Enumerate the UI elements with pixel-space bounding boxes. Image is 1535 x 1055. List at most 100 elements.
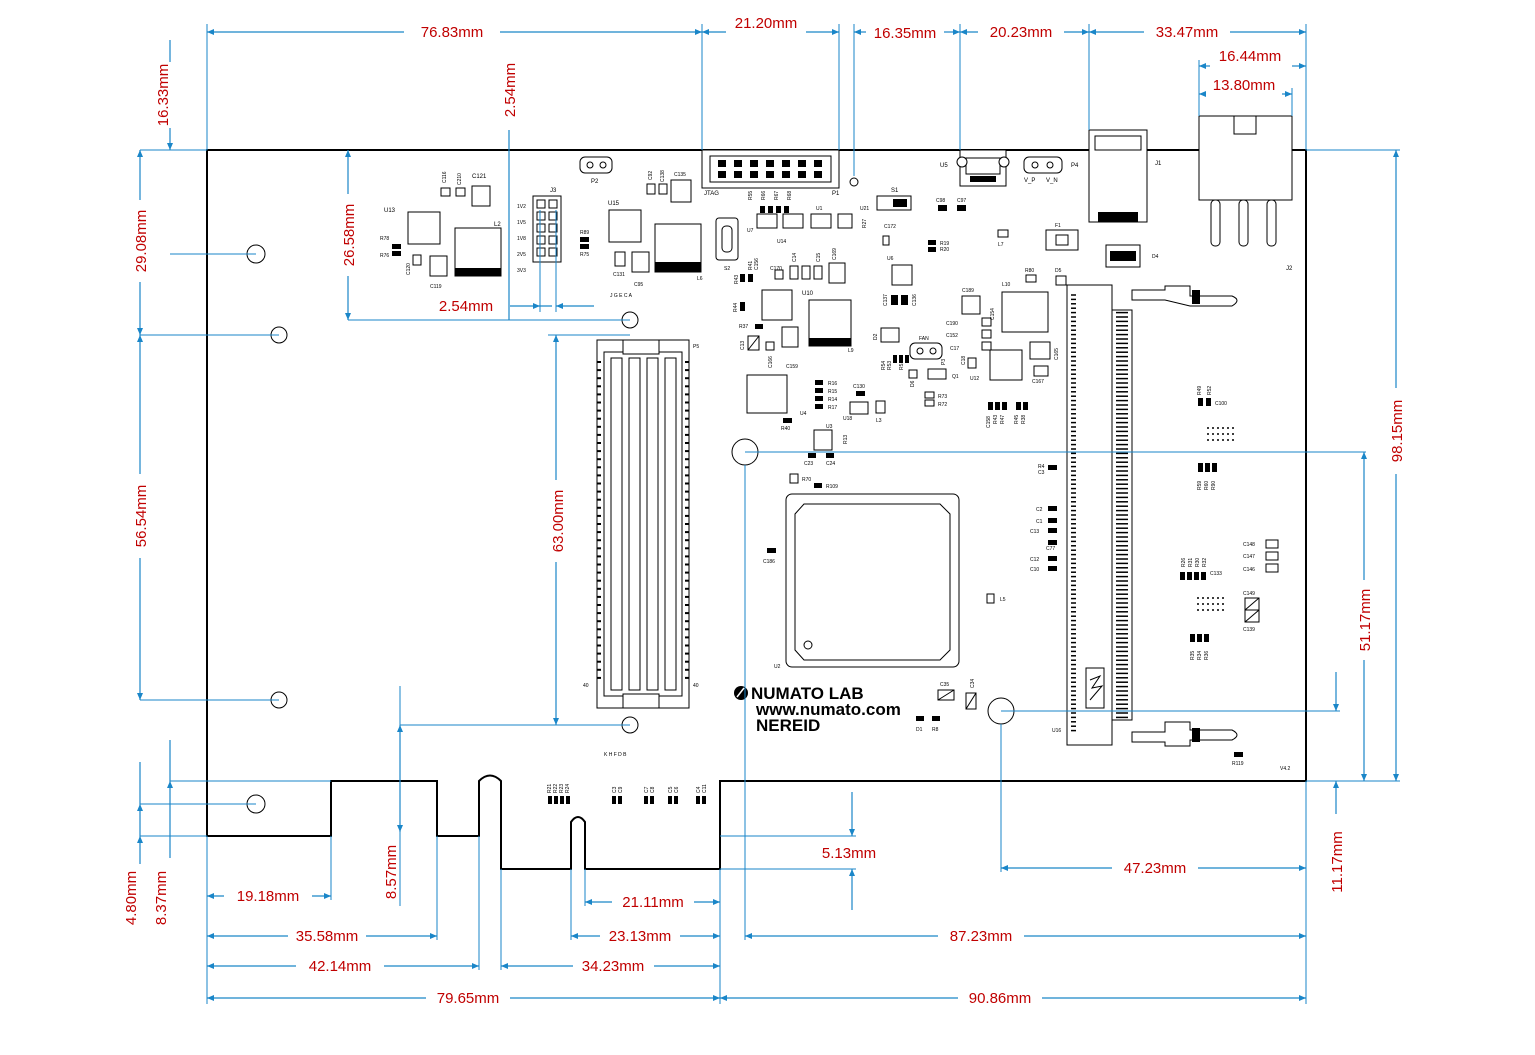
label-r16: R16 — [828, 381, 837, 387]
label-r15: R15 — [828, 389, 837, 395]
label-j3: J3 — [550, 188, 557, 194]
label-u3: U3 — [826, 424, 833, 430]
label-l2: L2 — [494, 222, 501, 228]
label-u1: U1 — [816, 206, 823, 212]
label-u4: U4 — [800, 411, 807, 417]
label-r19: R19 — [940, 241, 949, 247]
label-1v5: 1V5 — [517, 220, 526, 226]
label-r54: R54 — [881, 361, 887, 370]
brand-name: NUMATO LAB — [751, 684, 864, 703]
label-r80: R80 — [1025, 268, 1034, 274]
dim-21-11: 21.11mm — [622, 894, 683, 911]
label-c189: C189 — [962, 288, 974, 294]
label-r89: R89 — [580, 230, 589, 236]
label-c4: C4 — [696, 786, 702, 793]
label-c139: C139 — [1243, 627, 1255, 633]
label-r37: R37 — [739, 324, 748, 330]
label-d1: D1 — [916, 727, 923, 733]
power-jack-j1: J1 — [1088, 129, 1162, 223]
label-c172: C172 — [884, 224, 896, 230]
label-r21: R21 — [547, 784, 553, 793]
label-c154: C154 — [990, 308, 996, 320]
label-r41: R41 — [748, 261, 754, 270]
dimension-labels: 76.83mm 21.20mm 16.35mm 20.23mm 33.47mm … — [123, 15, 1406, 1007]
dim-79-65: 79.65mm — [437, 990, 500, 1007]
label-c159: C159 — [786, 364, 798, 370]
power-connector-j2: J2 — [1198, 115, 1293, 272]
dim-29-08: 29.08mm — [133, 210, 150, 273]
label-c158: C158 — [986, 416, 992, 428]
label-r32: R32 — [1202, 558, 1208, 567]
dim-47-23: 47.23mm — [1124, 860, 1187, 877]
hole-9 — [849, 177, 859, 187]
label-r44: R44 — [733, 303, 739, 312]
label-r67: R67 — [774, 191, 780, 200]
label-khfdb: K H F D B — [604, 752, 627, 758]
dim-23-13: 23.13mm — [609, 928, 672, 945]
label-r43: R43 — [734, 275, 740, 284]
label-r55: R55 — [748, 191, 754, 200]
label-r38: R38 — [1021, 415, 1027, 424]
label-r109: R109 — [826, 484, 838, 490]
label-j2: J2 — [1286, 266, 1293, 272]
label-r30: R30 — [1195, 558, 1201, 567]
regulator-u15: U15 C92 C138 C135 L6 C131 C95 J G E C A — [608, 170, 703, 299]
label-c10: C10 — [1030, 567, 1039, 573]
label-r119: R119 — [1232, 761, 1244, 767]
label-3v3: 3V3 — [517, 268, 526, 274]
caps-near-dimm: R4 C3 C2 C1 C13 C77 C12 C10 — [1030, 464, 1057, 573]
label-s2: S2 — [724, 266, 730, 272]
label-c11: C11 — [702, 784, 708, 793]
label-r13: R13 — [843, 435, 849, 444]
label-c131: C131 — [613, 272, 625, 278]
dim-26-58: 26.58mm — [341, 204, 358, 267]
board-version: V4.2 — [1280, 766, 1291, 772]
label-c135: C135 — [674, 172, 686, 178]
label-u7: U7 — [747, 228, 754, 234]
label-c119: C119 — [430, 284, 442, 290]
label-u10: U10 — [802, 291, 814, 297]
label-p3: P3 — [941, 359, 947, 365]
label-u5: U5 — [940, 163, 948, 169]
label-r68: R68 — [787, 191, 793, 200]
label-c98: C98 — [936, 198, 945, 204]
label-c138: C138 — [660, 170, 666, 182]
label-c146: C146 — [1243, 567, 1255, 573]
label-c15: C15 — [816, 253, 822, 262]
label-r22: R22 — [553, 784, 559, 793]
power-block-left: U13 L2 C121 C116 C210 R78 R76 C120 C119 — [380, 171, 502, 290]
label-c170: C170 — [770, 266, 782, 272]
label-1v8: 1V8 — [517, 236, 526, 242]
switch-s1: S1 C98 C97 C172 — [876, 188, 966, 246]
label-r43b: R43 — [993, 415, 999, 424]
label-r76: R76 — [380, 253, 389, 259]
dim-16-44: 16.44mm — [1219, 48, 1282, 65]
brand-url: www.numato.com — [755, 700, 901, 719]
label-c136: C136 — [912, 294, 918, 306]
label-l6: L6 — [697, 276, 703, 282]
label-1v2: 1V2 — [517, 204, 526, 210]
jtag-header: JTAG P1 — [701, 149, 840, 197]
label-r47: R47 — [1000, 415, 1006, 424]
label-d4: D4 — [1152, 254, 1159, 260]
dimension-lines — [139, 24, 1400, 1004]
dim-4-80: 4.80mm — [123, 871, 140, 925]
label-c6: C6 — [674, 786, 680, 793]
label-c7: C7 — [644, 786, 650, 793]
dim-13-80: 13.80mm — [1213, 77, 1276, 94]
label-fan: FAN — [919, 336, 929, 342]
dim-42-14: 42.14mm — [309, 958, 372, 975]
label-r60: R60 — [1204, 481, 1210, 490]
label-c97: C97 — [957, 198, 966, 204]
label-l9: L9 — [848, 348, 854, 354]
dim-21-20: 21.20mm — [735, 15, 798, 32]
label-c95: C95 — [634, 282, 643, 288]
fan-header-p3: D2 FAN C17 P3 R54 R53 R51 D6 Q1 R73 R72 — [873, 327, 959, 408]
label-c23: C23 — [804, 461, 813, 467]
numato-branding: NUMATO LAB www.numato.com NEREID — [734, 684, 901, 735]
dim-11-17: 11.17mm — [1329, 831, 1346, 892]
label-c130: C130 — [853, 384, 865, 390]
label-p5-40a: 40 — [583, 683, 589, 689]
pcb-outline — [206, 149, 1307, 870]
label-r90: R90 — [1211, 481, 1217, 490]
